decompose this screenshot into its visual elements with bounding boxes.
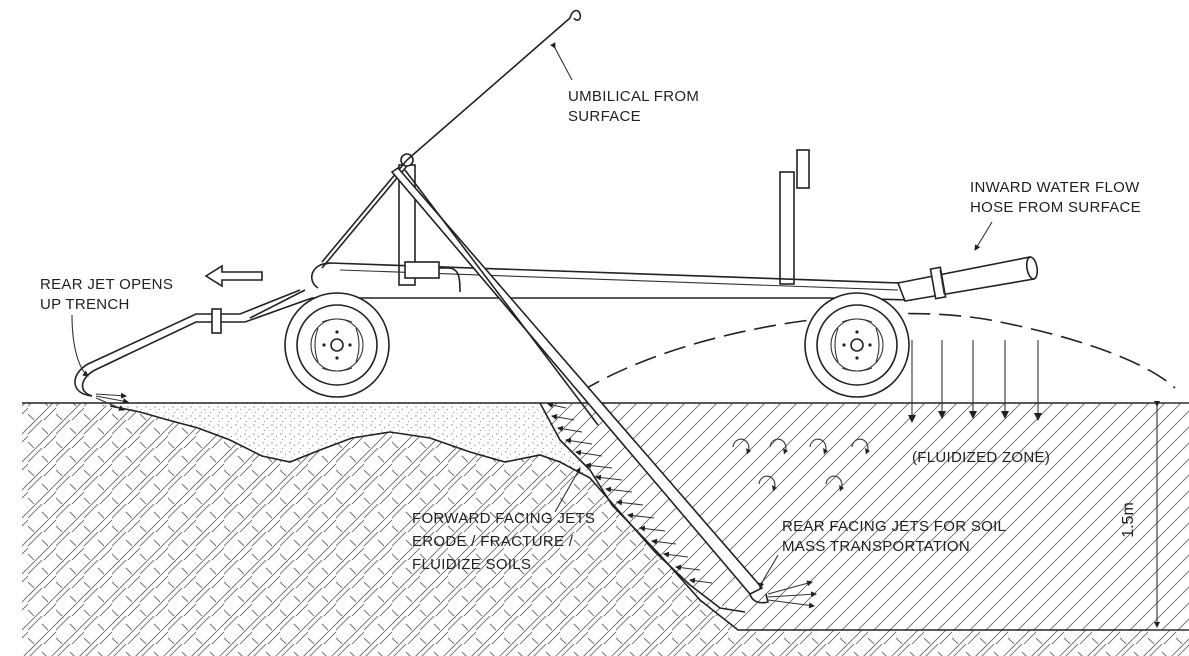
label-forward-3: FLUIDIZE SOILS: [412, 556, 531, 573]
water-hose: [896, 256, 1039, 302]
label-inward-2: HOSE FROM SURFACE: [970, 199, 1141, 216]
wheel-icon: [804, 292, 910, 398]
label-depth: 1.5m: [1120, 502, 1137, 538]
labels: UMBILICAL FROM SURFACE INWARD WATER FLOW…: [40, 88, 1141, 573]
label-fluidized-zone: (FLUIDIZED ZONE): [912, 449, 1050, 466]
trench-profile-line: [539, 402, 1189, 631]
rear-jet-spray: [95, 392, 129, 411]
label-forward-2: ERODE / FRACTURE /: [412, 533, 574, 550]
fluidizing-flow-arrows: [908, 340, 1042, 423]
rear-post: [779, 149, 810, 285]
forward-facing-jets: [547, 402, 713, 584]
rear-jet-arm: [74, 289, 313, 397]
arrow-left-icon: [204, 264, 263, 288]
umbilical-cable: [406, 9, 582, 161]
label-umbilical-1: UMBILICAL FROM: [568, 88, 699, 105]
label-rear-jet-1: REAR JET OPENS: [40, 276, 173, 293]
label-rear-jet-2: UP TRENCH: [40, 296, 130, 313]
label-umbilical-2: SURFACE: [568, 108, 641, 125]
wheel-icon: [284, 292, 390, 398]
fluidized-zone-boundary: [579, 312, 1176, 393]
jetting-sword: [390, 166, 769, 604]
vortex-icon: [732, 438, 870, 492]
soil-cut-zone: [540, 403, 1189, 630]
depth-dimension: [1150, 401, 1189, 631]
leader-lines: [71, 42, 993, 589]
label-rear-facing-2: MASS TRANSPORTATION: [782, 538, 970, 555]
label-rear-facing-1: REAR FACING JETS FOR SOIL: [782, 518, 1006, 535]
chassis-frame: [310, 261, 931, 301]
rear-facing-jets: [767, 580, 817, 609]
label-inward-1: INWARD WATER FLOW: [970, 179, 1140, 196]
label-forward-1: FORWARD FACING JETS: [412, 510, 595, 527]
